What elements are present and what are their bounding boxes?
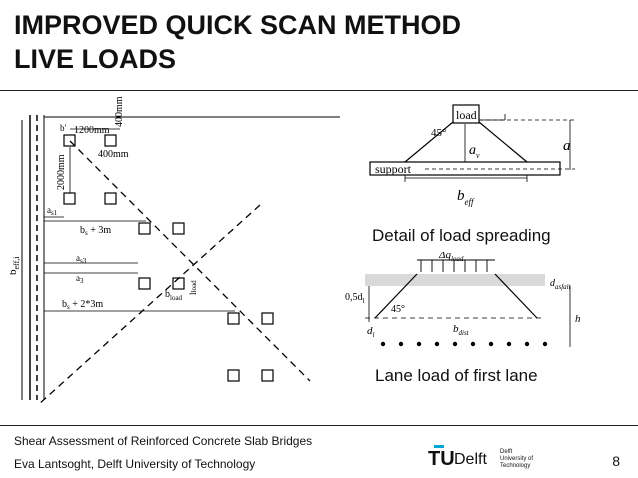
wheel-load-9 [227,312,240,325]
wheel-load-6 [172,222,185,235]
footer-divider [0,425,638,426]
h-label: h [575,313,581,325]
support-bar [369,161,561,176]
tu-delft-logo: TU Delft Delft University of Technology [428,445,548,472]
a-v-label: av [469,143,480,160]
wheel-load-4 [104,192,117,205]
support-label: support [375,162,412,176]
spread-line-up [37,204,261,406]
wheel-load-5 [138,222,151,235]
caption-lane-load: Lane load of first lane [375,366,538,385]
wheel-load-7 [138,277,151,290]
a-s3-label: as3 [76,253,87,265]
dim-400-label: 400mm [98,149,129,160]
wheel-load-1 [63,134,76,147]
lane-load-figure: Δqload dasfalt 0,5dl 45° bdist dl h [345,252,581,347]
d-l-label: dl [367,325,375,339]
wheel-load-8 [172,277,185,290]
header-divider [0,90,638,91]
bs-3m-label: bs + 3m [80,225,111,237]
b-prime-label: b' [60,123,67,133]
footer-title: Shear Assessment of Reinforced Concrete … [14,434,313,448]
half-d-label: 0,5dl [345,292,365,305]
b-eff-label-top: beff [457,188,475,207]
b-load-label: bload [165,289,183,302]
dim-400-vertical-label: 400mm [114,96,125,127]
rebar-dots [380,341,548,347]
wheel-load-2 [104,134,117,147]
logo-delft: Delft [454,451,487,468]
spread-left [404,121,454,163]
logo-small-text: Delft University of Technology [500,449,534,469]
load-spreading-figure: load 45° av a support beff [369,104,575,207]
caption-load-spreading: Detail of load spreading [372,226,551,245]
dim-1200-label: 1200mm [74,125,110,136]
a-label: a [563,138,571,154]
title-line-2: LIVE LOADS [14,44,177,74]
title-line-1: IMPROVED QUICK SCAN METHOD [14,10,462,40]
logo-accent [434,445,444,448]
q-load-arrows [420,260,488,272]
lane-layout-figure: beff,i b' 1200mm 400mm 400mm 2000mm as1 … [10,96,340,406]
spread-right [478,121,528,163]
wheel-load-12 [261,369,274,382]
page-number: 8 [612,453,620,469]
angle-label-bottom: 45° [391,304,405,315]
load-label: load [456,108,477,122]
b-eff-label: beff,i [10,256,21,275]
delta-q-label: Δqload [438,252,464,263]
b-dist-label: bdist [453,323,470,337]
l-load-label: lload [188,280,198,295]
spread-line-left [374,273,418,319]
load-box [452,104,480,124]
logo-tu: TU [428,448,455,470]
bs-23m-label: bs + 2*3m [62,299,103,311]
slide-title: IMPROVED QUICK SCAN METHOD LIVE LOADS [14,8,461,76]
dim-2000-label: 2000mm [56,154,67,190]
a-s1-label: as1 [47,205,58,217]
footer-author: Eva Lantsoght, Delft University of Techn… [14,457,256,471]
d-asfalt-label: dasfalt [550,278,572,291]
spread-line-right [494,273,538,319]
angle-label: 45° [431,127,446,139]
asphalt-layer [365,274,545,286]
a-3-label: a3 [76,273,84,285]
wheel-load-10 [261,312,274,325]
wheel-load-11 [227,369,240,382]
spread-line-down [69,140,311,382]
wheel-load-3 [63,192,76,205]
